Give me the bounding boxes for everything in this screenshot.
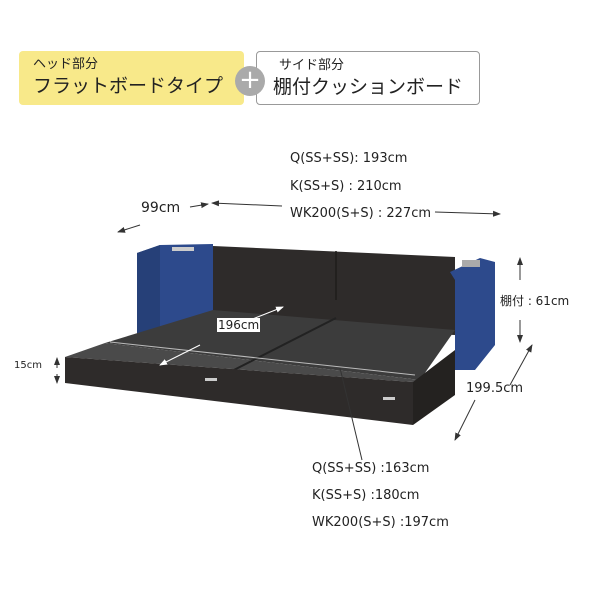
head-part-tag: ヘッド部分 フラットボードタイプ (19, 51, 244, 105)
head-type-label: フラットボードタイプ (33, 75, 224, 97)
head-part-label: ヘッド部分 (33, 57, 99, 72)
platform-front (65, 357, 413, 425)
shelf-height-label: 棚付 : 61cm (500, 294, 570, 308)
side-part-label: サイド部分 (279, 58, 345, 73)
inner-width-q-label: Q(SS+SS) :163cm (312, 461, 430, 476)
mattress-length-label: 196cm (217, 318, 261, 332)
right-cushion-board (450, 258, 495, 370)
inner-width-wk-label: WK200(S+S) :197cm (312, 515, 449, 530)
plus-icon: + (235, 66, 265, 96)
width-wk-label: WK200(S+S) : 227cm (290, 206, 432, 221)
side-part-tag: サイド部分 棚付クッションボード (256, 51, 480, 105)
platform-top (105, 310, 455, 380)
frame-height-label: 15cm (14, 360, 42, 371)
inner-width-k-label: K(SS+S) :180cm (312, 488, 420, 503)
width-q-label: Q(SS+SS): 193cm (290, 151, 408, 166)
total-length-label: 199.5cm (466, 381, 524, 396)
width-k-label: K(SS+S) : 210cm (290, 179, 402, 194)
side-type-label: 棚付クッションボード (273, 76, 464, 98)
depth-label: 99cm (141, 200, 181, 216)
headboard (213, 246, 455, 335)
